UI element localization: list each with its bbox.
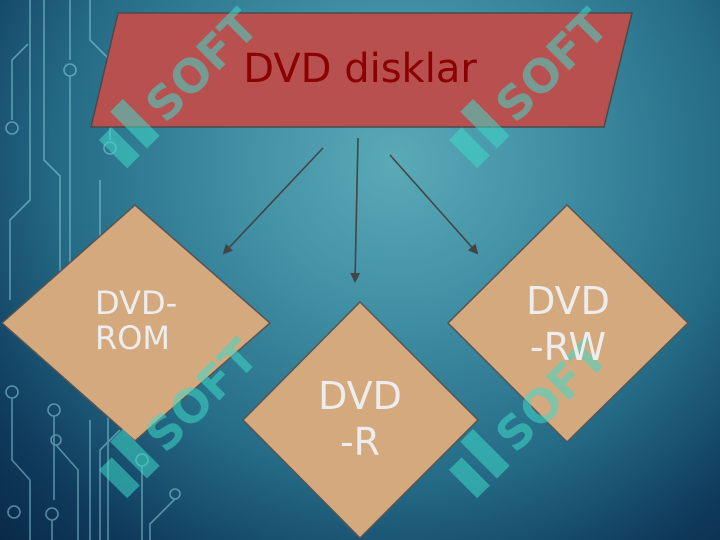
title-shape xyxy=(90,12,633,128)
node-dvd-rw xyxy=(446,203,690,444)
node-label-dvd-r: DVD -R xyxy=(318,374,402,464)
node-label-dvd-rom: DVD- ROM xyxy=(95,284,178,358)
arrow-to-dvd-rom xyxy=(222,147,324,255)
diagram-title: DVD disklar xyxy=(243,46,477,92)
node-dvd-r xyxy=(241,300,480,540)
arrow-to-dvd-r xyxy=(350,137,361,283)
node-label-dvd-rw: DVD -RW xyxy=(526,279,610,369)
arrow-to-dvd-rw xyxy=(389,154,479,255)
node-dvd-rom xyxy=(0,204,272,442)
